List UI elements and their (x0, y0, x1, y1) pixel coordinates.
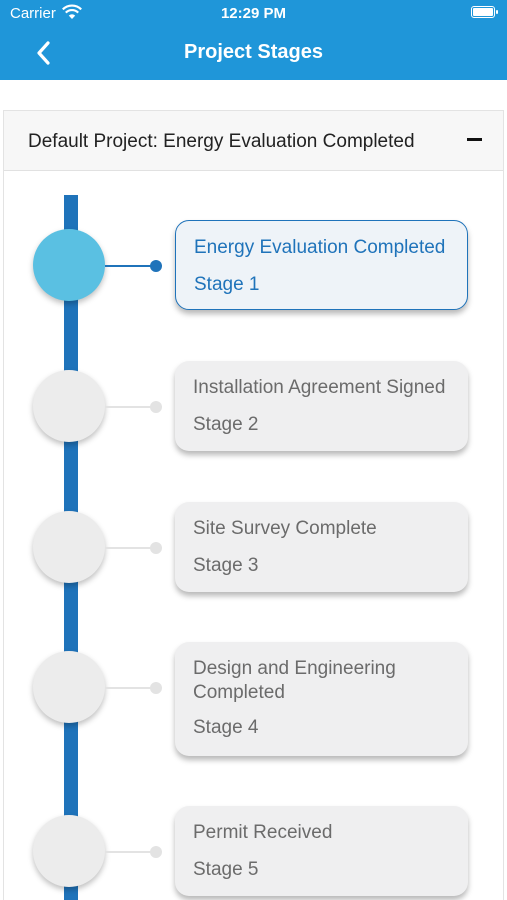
stage-node-1 (33, 229, 105, 301)
chevron-left-icon (37, 41, 50, 65)
wifi-icon (62, 4, 82, 19)
stage-name: Site Survey Complete (193, 518, 377, 539)
stage-dot-2 (150, 401, 162, 413)
stage-card-3[interactable]: Site Survey Complete Stage 3 (175, 502, 468, 592)
stage-node-5 (33, 815, 105, 887)
status-bar: Carrier 12:29 PM (0, 0, 507, 28)
stage-card-1[interactable]: Energy Evaluation Completed Stage 1 (175, 220, 468, 310)
stage-connector-2 (105, 406, 157, 408)
stage-name: Installation Agreement Signed (193, 377, 446, 398)
stage-connector-1 (105, 265, 157, 267)
stage-name: Design and Engineering Completed (193, 658, 396, 703)
stage-name: Energy Evaluation Completed (194, 237, 446, 258)
stage-node-4 (33, 651, 105, 723)
page-title: Project Stages (184, 41, 323, 63)
status-time: 12:29 PM (220, 5, 287, 22)
stage-node-3 (33, 511, 105, 583)
stage-dot-1 (150, 260, 162, 272)
project-title: Default Project: Energy Evaluation Compl… (28, 131, 415, 152)
stage-dot-4 (150, 682, 162, 694)
carrier-label: Carrier (10, 5, 56, 22)
stage-connector-4 (105, 687, 157, 689)
stage-card-4[interactable]: Design and Engineering Completed Stage 4 (175, 642, 468, 756)
stage-dot-3 (150, 542, 162, 554)
stage-connector-3 (105, 547, 157, 549)
stage-name: Permit Received (193, 822, 333, 843)
stage-number: Stage 2 (193, 414, 259, 435)
stage-dot-5 (150, 846, 162, 858)
stage-number: Stage 4 (193, 717, 259, 738)
app-header: Carrier 12:29 PM Project Stages (0, 0, 507, 80)
battery-icon (471, 6, 498, 18)
project-header[interactable]: Default Project: Energy Evaluation Compl… (4, 111, 503, 171)
stage-connector-5 (105, 851, 157, 853)
stage-node-2 (33, 370, 105, 442)
nav-bar: Project Stages (0, 28, 507, 80)
stage-card-2[interactable]: Installation Agreement Signed Stage 2 (175, 361, 468, 451)
collapse-icon[interactable] (467, 138, 482, 141)
stage-card-5[interactable]: Permit Received Stage 5 (175, 806, 468, 896)
back-button[interactable] (30, 38, 60, 68)
stage-number: Stage 1 (194, 274, 260, 295)
stage-number: Stage 3 (193, 555, 259, 576)
stage-number: Stage 5 (193, 859, 259, 880)
